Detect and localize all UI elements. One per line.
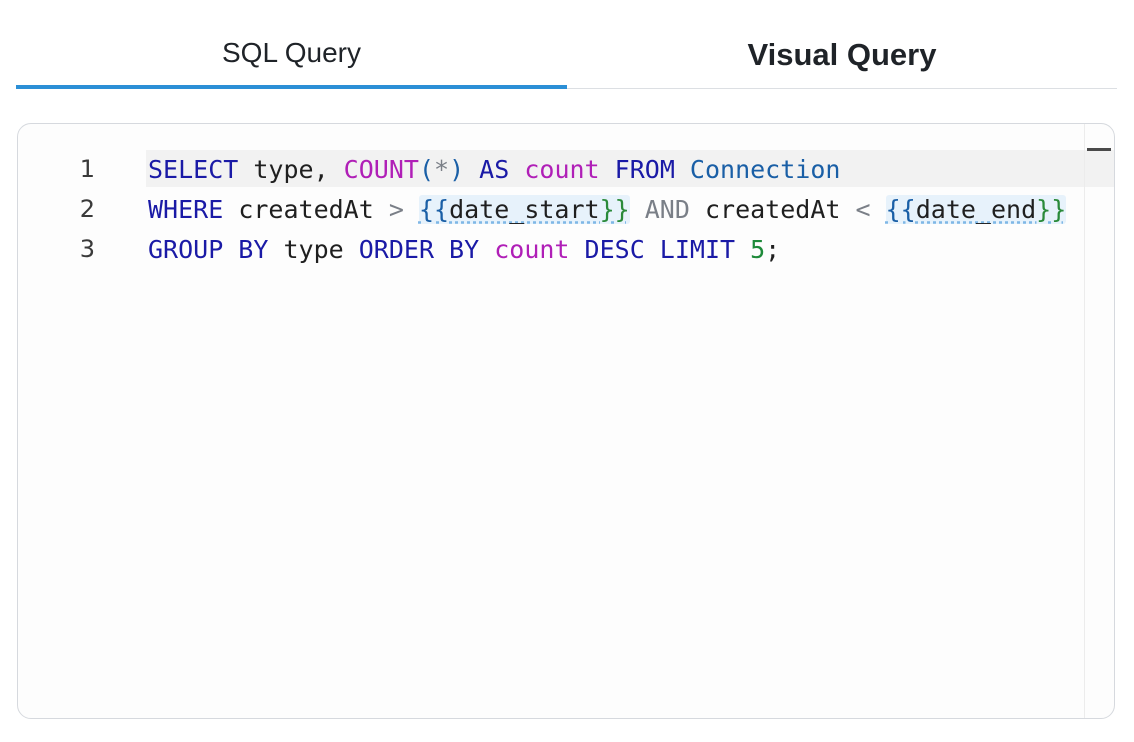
space	[479, 235, 494, 264]
keyword-and: AND	[629, 194, 705, 224]
operator-less-than: <	[855, 194, 871, 224]
paren-open: (	[418, 154, 434, 184]
column-createdat-2: createdAt	[704, 194, 856, 224]
keyword-from: FROM	[599, 154, 690, 184]
space	[404, 195, 419, 224]
param-date-end[interactable]: {{date_end}}	[885, 194, 1067, 224]
limit-value: 5	[750, 234, 766, 264]
function-count: COUNT	[343, 154, 419, 184]
code-line-1[interactable]: 1 SELECT type, COUNT(*) AS count FROM Co…	[18, 149, 841, 189]
keyword-desc-limit: DESC LIMIT	[569, 234, 751, 264]
param-name-date-start: date_start	[449, 194, 600, 224]
param-date-start[interactable]: {{date_start}}	[418, 194, 630, 224]
code-line-3[interactable]: 3 GROUP BY type ORDER BY count DESC LIMI…	[18, 229, 781, 269]
active-line-highlight	[146, 150, 1114, 187]
space	[871, 195, 886, 224]
alias-count: count	[494, 234, 570, 264]
semicolon: ;	[765, 234, 781, 264]
param-name-date-end: date_end	[915, 194, 1037, 224]
param-open-braces: {{	[418, 194, 450, 224]
code-line-3-text: GROUP BY type ORDER BY count DESC LIMIT …	[148, 235, 780, 264]
keyword-group-by: GROUP BY	[148, 234, 269, 264]
column-type: type	[268, 234, 359, 264]
table-connection: Connection	[689, 154, 841, 184]
tab-visual-query-label: Visual Query	[747, 36, 937, 72]
param-close-braces: }}	[1036, 194, 1067, 224]
line-number-3: 3	[79, 235, 95, 263]
column-createdat-1: createdAt	[223, 194, 389, 224]
param-open-braces: {{	[885, 194, 916, 224]
tab-sql-query[interactable]: SQL Query	[16, 24, 567, 89]
line-number-2: 2	[79, 195, 95, 223]
paren-close: )	[449, 154, 465, 184]
query-mode-tabs: SQL Query Visual Query	[16, 24, 1117, 89]
keyword-select: SELECT	[148, 154, 239, 184]
param-close-braces: }}	[599, 194, 630, 224]
keyword-order-by: ORDER BY	[358, 234, 480, 264]
code-line-2-text: WHERE createdAt > {{date_start}} AND cre…	[148, 194, 1067, 224]
tab-sql-query-label: SQL Query	[221, 36, 361, 68]
code-line-1-text: SELECT type, COUNT(*) AS count FROM Conn…	[148, 155, 840, 184]
tab-visual-query[interactable]: Visual Query	[567, 24, 1117, 89]
sql-editor[interactable]: 1 SELECT type, COUNT(*) AS count FROM Co…	[17, 123, 1115, 719]
line-number-1: 1	[79, 155, 95, 183]
editor-scrollbar[interactable]	[1084, 124, 1114, 718]
scrollbar-cursor-marker	[1087, 148, 1111, 151]
asterisk: *	[434, 154, 450, 184]
operator-greater-than: >	[388, 194, 404, 224]
code-line-2[interactable]: 2 WHERE createdAt > {{date_start}} AND c…	[18, 189, 1067, 229]
column-type: type,	[238, 154, 344, 184]
alias-count: count	[524, 154, 600, 184]
keyword-where: WHERE	[148, 194, 224, 224]
keyword-as: AS	[464, 154, 525, 184]
